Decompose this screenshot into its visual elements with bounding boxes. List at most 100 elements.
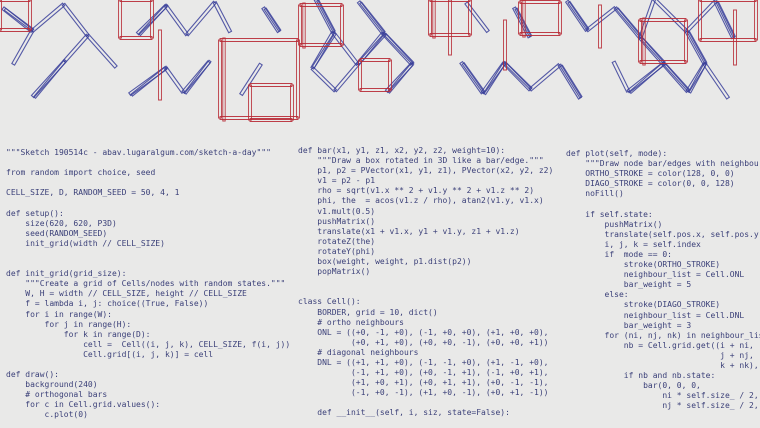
code-line: translate(x1 + v1.x, y1 + v1.y, z1 + v1.… (298, 226, 520, 236)
diagonal-bar (137, 3, 169, 37)
ortho-bar (28, 0, 32, 31)
ortho-bar (733, 9, 737, 66)
code-line: for (ni, nj, nk) in neighbour_list: (566, 330, 760, 340)
code-line: j + nj, (566, 350, 754, 360)
diagonal-bar (331, 30, 360, 67)
diagonal-bar (386, 61, 415, 94)
diagonal-bar (62, 33, 90, 64)
ortho-bar (119, 36, 153, 40)
ortho-bar (118, 0, 122, 39)
ortho-bar (248, 84, 252, 121)
diagonal-bar (464, 1, 490, 34)
ortho-bar (0, 0, 2, 31)
code-line: rho = sqrt(v1.x ** 2 + v1.y ** 2 + v1.z … (298, 186, 535, 196)
ortho-bar (518, 1, 522, 35)
code-column-left: """Sketch 190514c - abav.lugaralgum.com/… (6, 148, 290, 421)
code-line: def setup(): (6, 208, 64, 218)
ortho-bar (558, 1, 562, 35)
code-line: bar_weight = 5 (566, 280, 692, 290)
code-line: nj * self.size_ / 2, (566, 401, 759, 411)
ortho-bar (249, 83, 293, 87)
code-line: for j in range(H): (6, 319, 132, 329)
diagonal-bar (383, 32, 415, 65)
code-line: translate(self.pos.x, self.pos.y, se (566, 229, 760, 239)
diagonal-bar (684, 0, 718, 34)
diagonal-bar (263, 7, 282, 33)
code-line: def __init__(self, i, siz, state=False): (298, 408, 510, 418)
code-line: def draw(): (6, 370, 59, 380)
ortho-bar (519, 32, 561, 36)
ortho-bar (219, 116, 299, 120)
diagonal-bar (358, 1, 386, 34)
ortho-bar (150, 0, 154, 39)
code-line: neighbour_list = Cell.ONL (566, 270, 745, 280)
diagonal-bar (567, 0, 590, 31)
code-line (298, 287, 553, 297)
diagonal-bar (528, 62, 562, 92)
code-line: from random import choice, seed (6, 168, 156, 178)
code-line: popMatrix() (298, 267, 371, 277)
orthogonal-bars (0, 0, 758, 122)
code-line: background(240) (6, 380, 98, 390)
diagonal-bar (3, 7, 35, 32)
ortho-bar (638, 19, 642, 63)
ortho-bar (684, 19, 688, 63)
ortho-bar (754, 0, 758, 41)
code-line: pushMatrix() (298, 216, 376, 226)
code-line: for c in Cell.grid.values(): (6, 400, 161, 410)
code-line: noFill() (566, 189, 624, 199)
ortho-bar (358, 59, 362, 91)
code-line: stroke(DIAGO_STROKE) (566, 300, 721, 310)
ortho-bar (290, 84, 294, 121)
code-line (6, 198, 290, 208)
code-line: pushMatrix() (566, 219, 663, 229)
code-line: f = lambda i, j: choice((True, False)) (6, 299, 209, 309)
code-line: i, j, k = self.index (566, 239, 701, 249)
code-line: # orthogonal bars (6, 390, 108, 400)
ortho-bar (639, 60, 687, 64)
code-line (6, 249, 290, 259)
code-line (6, 178, 290, 188)
code-line (298, 277, 553, 287)
code-line: (-1, +1, +0), (+0, -1, +1), (-1, +0, +1)… (298, 368, 549, 378)
code-line: if nb and nb.state: (566, 371, 716, 381)
diagonal-bar (686, 30, 708, 65)
diagonal-bar (212, 0, 233, 34)
code-line: ORTHO_STROKE = color(128, 0, 0) (566, 169, 735, 179)
code-line: class Cell(): (298, 297, 361, 307)
diagonal-bar (652, 0, 689, 34)
code-line: phi, the = acos(v1.z / rho), atan2(v1.y,… (298, 196, 544, 206)
code-line (298, 398, 553, 408)
ortho-bar (0, 0, 31, 2)
diagonal-bars (1, 0, 737, 100)
code-line: DNL = ((+1, +1, +0), (-1, -1, +0), (+1, … (298, 357, 549, 367)
code-line: ONL = ((+0, -1, +0), (-1, +0, +0), (+1, … (298, 327, 549, 337)
code-line: """Sketch 190514c - abav.lugaralgum.com/… (6, 148, 271, 157)
diagonal-bar (585, 5, 618, 33)
ortho-bar (359, 88, 391, 92)
ortho-bar (598, 4, 602, 49)
ortho-bar (698, 0, 702, 41)
ortho-bar (468, 0, 472, 36)
code-line: v1.mult(0.5) (298, 206, 376, 216)
ortho-bar (639, 18, 687, 22)
diagonal-bar (628, 61, 666, 95)
diagonal-bar (239, 62, 263, 97)
code-line: """Draw node bar/edges with neighbours. (566, 159, 760, 169)
code-line (6, 158, 290, 168)
code-line: if mode == 0: (566, 249, 672, 259)
ortho-bar (642, 17, 646, 66)
diagonal-bar (315, 0, 336, 33)
diagonal-bar (30, 2, 66, 34)
code-line: k + nk), Non (566, 360, 760, 370)
code-line: v1 = p2 - p1 (298, 176, 376, 186)
code-line: bar_weight = 3 (566, 320, 692, 330)
ortho-bar (503, 19, 507, 71)
ortho-bar (219, 38, 299, 42)
diagonal-bar (185, 0, 217, 37)
code-line: BORDER, grid = 10, dict() (298, 307, 438, 317)
code-line: c.plot(0) (6, 410, 88, 420)
ortho-bar (299, 3, 343, 7)
diagonal-bar (685, 62, 707, 93)
code-column-right: def plot(self, mode): """Draw node bar/e… (566, 149, 760, 411)
